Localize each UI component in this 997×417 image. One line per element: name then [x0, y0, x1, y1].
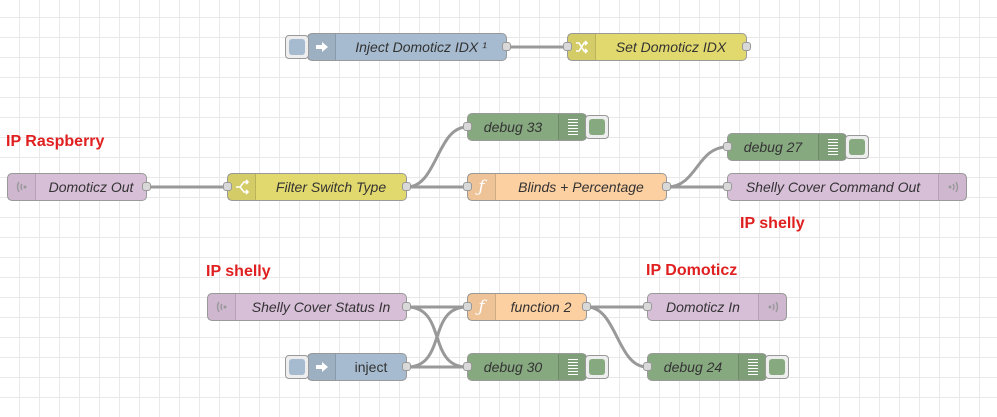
bridge-icon: [208, 294, 236, 320]
debug-toggle-button[interactable]: [585, 115, 609, 139]
bridge-icon: [758, 294, 786, 320]
node-shelly-cover-status-in[interactable]: Shelly Cover Status In: [207, 293, 411, 321]
input-port[interactable]: [723, 182, 732, 191]
switch-icon: [228, 174, 256, 200]
input-port[interactable]: [223, 182, 232, 191]
wire-inject-to-function2[interactable]: [406, 305, 468, 369]
node-debug-27[interactable]: debug 27: [723, 133, 869, 161]
node-domoticz-out[interactable]: Domoticz Out: [7, 173, 151, 201]
node-label: Domoticz In: [666, 299, 740, 315]
annotation-ip-raspberry: IP Raspberry: [6, 133, 105, 150]
node-debug-24[interactable]: debug 24: [643, 353, 789, 381]
input-port[interactable]: [563, 42, 572, 51]
annotation-ip-shelly-top: IP shelly: [740, 215, 805, 232]
output-port[interactable]: [582, 302, 591, 311]
node-filter-switch-type[interactable]: Filter Switch Type: [223, 173, 411, 201]
annotation-ip-domoticz: IP Domoticz: [646, 262, 738, 279]
wire-blinds-to-debug27[interactable]: [666, 145, 728, 189]
inject-button[interactable]: [285, 35, 309, 59]
node-debug-30[interactable]: debug 30: [463, 353, 609, 381]
output-port[interactable]: [402, 362, 411, 371]
node-label: function 2: [510, 299, 572, 315]
node-label: Domoticz Out: [48, 179, 134, 195]
node-label: Shelly Cover Command Out: [745, 179, 921, 195]
annotation-ip-shelly-bottom: IP shelly: [206, 263, 271, 280]
node-label: Shelly Cover Status In: [251, 299, 391, 315]
output-port[interactable]: [402, 182, 411, 191]
output-port[interactable]: [742, 42, 751, 51]
list-icon: [558, 354, 586, 380]
node-label: debug 27: [743, 139, 803, 155]
arrow-in-icon: [308, 354, 336, 380]
node-label: Inject Domoticz IDX ¹: [355, 39, 487, 55]
output-port[interactable]: [142, 182, 151, 191]
inject-button[interactable]: [285, 355, 309, 379]
bridge-icon: [8, 174, 36, 200]
wire-filter-to-debug33[interactable]: [406, 125, 468, 189]
node-domoticz-in[interactable]: Domoticz In: [643, 293, 787, 321]
output-port[interactable]: [502, 42, 511, 51]
node-debug-33[interactable]: debug 33: [463, 113, 609, 141]
node-label: debug 24: [663, 359, 723, 375]
node-set-domoticz-idx[interactable]: Set Domoticz IDX: [563, 33, 751, 61]
input-port[interactable]: [463, 362, 472, 371]
node-function-2[interactable]: ƒ function 2: [463, 293, 591, 321]
shuffle-icon: [568, 34, 596, 60]
debug-toggle-button[interactable]: [765, 355, 789, 379]
input-port[interactable]: [463, 122, 472, 131]
node-label: Blinds + Percentage: [518, 179, 644, 195]
function-icon: ƒ: [468, 294, 496, 320]
wire-status-to-debug30[interactable]: [406, 305, 468, 369]
bridge-icon: [938, 174, 966, 200]
output-port[interactable]: [402, 302, 411, 311]
node-label: inject: [354, 359, 388, 375]
input-port[interactable]: [723, 142, 732, 151]
debug-toggle-button[interactable]: [845, 135, 869, 159]
node-label: Filter Switch Type: [275, 179, 387, 195]
node-label: debug 30: [483, 359, 543, 375]
node-label: Set Domoticz IDX: [615, 39, 727, 55]
output-port[interactable]: [662, 182, 671, 191]
node-inject-domoticz-idx[interactable]: Inject Domoticz IDX ¹: [285, 33, 511, 61]
function-icon: ƒ: [468, 174, 496, 200]
input-port[interactable]: [643, 302, 652, 311]
arrow-in-icon: [308, 34, 336, 60]
node-inject[interactable]: inject: [285, 353, 411, 381]
list-icon: [818, 134, 846, 160]
node-blinds-percentage[interactable]: ƒ Blinds + Percentage: [463, 173, 671, 201]
input-port[interactable]: [463, 302, 472, 311]
node-label: debug 33: [483, 119, 543, 135]
input-port[interactable]: [643, 362, 652, 371]
debug-toggle-button[interactable]: [585, 355, 609, 379]
list-icon: [558, 114, 586, 140]
node-shelly-cover-command-out[interactable]: Shelly Cover Command Out: [723, 173, 967, 201]
list-icon: [738, 354, 766, 380]
input-port[interactable]: [463, 182, 472, 191]
